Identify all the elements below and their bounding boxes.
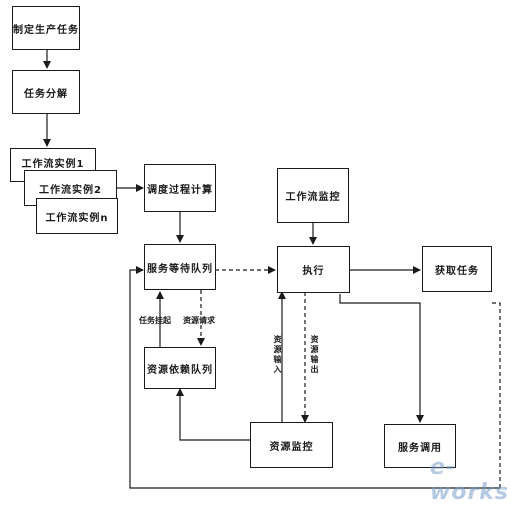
node-wf-monitor: 工作流监控: [277, 168, 349, 223]
label-resource-output: 资源输出: [310, 335, 319, 375]
node-service-call: 服务调用: [384, 424, 456, 468]
label-resource-input: 资源输入: [273, 335, 282, 375]
watermark-logo: e-works: [430, 455, 519, 505]
node-resource-monitor: 资源监控: [250, 422, 333, 468]
edge-feedback-return: [129, 266, 500, 489]
edge-execute-to-service: [339, 294, 424, 423]
node-get-task: 获取任务: [422, 246, 492, 292]
label-resource-request: 资源请求: [183, 316, 215, 325]
node-service-queue: 服务等待队列: [144, 244, 216, 290]
node-task-decompose: 任务分解: [12, 70, 80, 114]
node-wf-instance-n: 工作流实例n: [36, 198, 118, 234]
label-task-hang: 任务挂起: [139, 316, 171, 325]
edge-monitor-to-resqueue: [176, 388, 250, 441]
node-make-plan: 制定生产任务: [12, 6, 80, 50]
node-execute: 执行: [277, 246, 350, 293]
edge-feedback-loop: [492, 302, 501, 488]
watermark-text: e-works: [430, 455, 510, 505]
node-scheduling: 调度过程计算: [144, 164, 216, 212]
node-resource-queue: 资源依赖队列: [144, 347, 216, 389]
